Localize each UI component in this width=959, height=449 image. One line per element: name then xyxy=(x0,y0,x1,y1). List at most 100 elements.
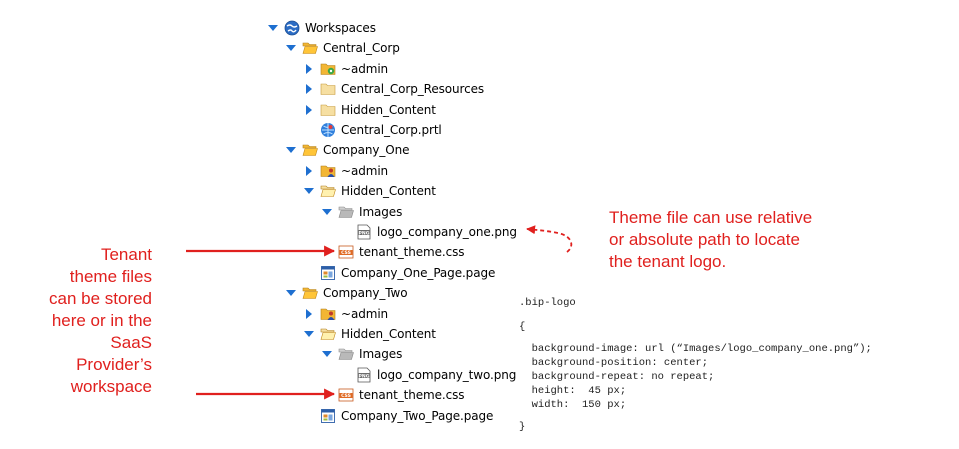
code-line: background-repeat: no repeat; xyxy=(519,371,715,383)
expand-arrow-down-icon[interactable] xyxy=(284,286,298,300)
code-line: } xyxy=(519,421,526,433)
folder-open-icon xyxy=(320,183,336,199)
tree-node-label: Hidden_Content xyxy=(341,184,436,199)
expand-arrow-down-icon[interactable] xyxy=(320,205,334,219)
images-folder-icon xyxy=(338,204,354,220)
tree-node-label: logo_company_two.png xyxy=(377,367,517,382)
tree-node-label: Company_One xyxy=(323,143,410,158)
tree-node[interactable]: Central_Corp.prtl xyxy=(302,120,442,140)
tree-node[interactable]: Hidden_Content xyxy=(302,100,436,120)
svg-text:PNG: PNG xyxy=(359,230,370,236)
note-line: here or in the xyxy=(51,311,152,330)
tree-node-label: Central_Corp xyxy=(323,41,400,56)
relative-path-note: Theme file can use relative or absolute p… xyxy=(609,207,812,273)
tree-node[interactable]: Company_Two xyxy=(284,283,408,303)
dashed-arrow-to-logo xyxy=(526,225,573,253)
css-file-icon: CSS xyxy=(338,387,354,403)
note-line: SaaS xyxy=(110,333,152,352)
code-line: .bip-logo xyxy=(519,297,576,309)
tree-node-label: Hidden_Content xyxy=(341,327,436,341)
expand-arrow-right-icon[interactable] xyxy=(302,164,316,178)
code-line: height: 45 px; xyxy=(519,385,627,397)
tree-node-label: tenant_theme.css xyxy=(359,245,465,260)
expand-arrow-right-icon[interactable] xyxy=(302,62,316,76)
tree-spacer xyxy=(338,368,352,382)
svg-text:PNG: PNG xyxy=(359,373,370,379)
expand-arrow-right-icon[interactable] xyxy=(302,82,316,96)
tree-node[interactable]: CSS tenant_theme.css xyxy=(320,242,465,262)
tree-node[interactable]: Central_Corp_Resources xyxy=(302,79,484,99)
tree-node-label: Company_Two xyxy=(323,286,408,301)
note-line: Provider’s xyxy=(76,355,152,374)
note-line: Theme file can use relative xyxy=(609,208,813,227)
tree-node-label: Workspaces xyxy=(305,21,376,35)
folder-open-icon xyxy=(302,285,318,301)
tree-node[interactable]: Hidden_Content xyxy=(302,324,436,344)
tree-spacer xyxy=(302,123,316,137)
expand-arrow-down-icon[interactable] xyxy=(284,143,298,157)
folder-open-icon xyxy=(302,142,318,158)
page-file-icon xyxy=(320,265,336,281)
tree-node[interactable]: PNG logo_company_one.png xyxy=(338,222,517,242)
admin-user-folder-icon xyxy=(320,163,336,179)
portal-file-icon xyxy=(320,122,336,138)
tree-spacer xyxy=(302,266,316,280)
expand-arrow-down-icon[interactable] xyxy=(302,327,316,341)
tree-node-label: Company_One_Page.page xyxy=(341,265,496,280)
png-file-icon: PNG xyxy=(356,224,372,240)
tree-node-label: Central_Corp_Resources xyxy=(341,82,485,97)
folder-icon xyxy=(320,102,336,118)
expand-arrow-down-icon[interactable] xyxy=(266,21,280,35)
tree-node[interactable]: CSS tenant_theme.css xyxy=(320,385,465,405)
note-line: workspace xyxy=(70,377,152,396)
tree-node-label: Company_Two_Page.page xyxy=(341,408,494,423)
tree-node-label: Central_Corp.prtl xyxy=(341,123,442,137)
tree-node-label: tenant_theme.css xyxy=(359,388,465,403)
tree-node[interactable]: Company_One_Page.page xyxy=(302,263,495,283)
expand-arrow-down-icon[interactable] xyxy=(302,184,316,198)
tree-node[interactable]: ~admin xyxy=(302,304,388,324)
tree-spacer xyxy=(302,409,316,423)
tree-node[interactable]: ~admin xyxy=(302,161,388,181)
svg-text:CSS: CSS xyxy=(341,393,351,399)
code-line: background-position: center; xyxy=(519,357,709,369)
tree-node-label: Images xyxy=(359,347,403,362)
tree-node-label: ~admin xyxy=(341,61,389,76)
tree-node[interactable]: ~admin xyxy=(302,59,388,79)
tree-node-label: logo_company_one.png xyxy=(377,225,517,239)
expand-arrow-down-icon[interactable] xyxy=(284,41,298,55)
tree-node[interactable]: Hidden_Content xyxy=(302,181,436,201)
note-line: Tenant xyxy=(100,245,152,264)
folder-open-icon xyxy=(320,326,336,342)
folder-icon xyxy=(320,81,336,97)
tree-node-label: Hidden_Content xyxy=(341,102,436,117)
code-line: { xyxy=(519,321,526,333)
tree-node[interactable]: Company_One xyxy=(284,140,410,160)
css-file-icon: CSS xyxy=(338,244,354,260)
expand-arrow-right-icon[interactable] xyxy=(302,103,316,117)
png-file-icon: PNG xyxy=(356,367,372,383)
tree-spacer xyxy=(338,225,352,239)
tree-node[interactable]: Images xyxy=(320,202,402,222)
tree-node[interactable]: PNG logo_company_two.png xyxy=(338,365,516,385)
code-line: background-image: url (“Images/logo_comp… xyxy=(519,343,872,355)
tree-node[interactable]: Central_Corp xyxy=(284,38,400,58)
tree-spacer xyxy=(320,245,334,259)
tree-node[interactable]: Company_Two_Page.page xyxy=(302,406,493,426)
code-line: width: 150 px; xyxy=(519,399,627,411)
tree-node[interactable]: Images xyxy=(320,344,402,364)
expand-arrow-right-icon[interactable] xyxy=(302,307,316,321)
admin-user-folder-icon xyxy=(320,306,336,322)
page-file-icon xyxy=(320,408,336,424)
tree-node-label: ~admin xyxy=(341,306,389,321)
folder-open-icon xyxy=(302,40,318,56)
tree-node-label: Images xyxy=(359,204,403,219)
workspaces-globe-icon xyxy=(284,20,300,36)
images-folder-icon xyxy=(338,346,354,362)
note-line: or absolute path to locate xyxy=(609,230,800,249)
tree-node[interactable]: Workspaces xyxy=(266,18,376,38)
tree-node-label: ~admin xyxy=(341,163,389,178)
admin-folder-icon xyxy=(320,61,336,77)
expand-arrow-down-icon[interactable] xyxy=(320,347,334,361)
